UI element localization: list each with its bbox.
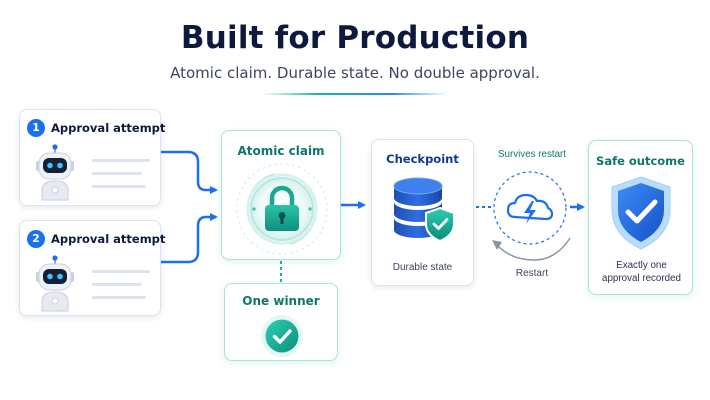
safe-outcome-title: Safe outcome <box>596 154 685 168</box>
safe-outcome-caption-line2: approval recorded <box>602 273 681 284</box>
page-subtitle: Atomic claim. Durable state. No double a… <box>170 64 540 82</box>
lock-icon <box>236 163 328 255</box>
safe-outcome-caption: Exactly one approval recorded <box>591 259 692 285</box>
connector-attempt-2 <box>161 213 218 264</box>
atomic-claim-card: Atomic claim <box>221 130 341 260</box>
step-badge-1: 1 <box>27 119 45 137</box>
restart-arrow-icon <box>492 237 571 261</box>
checkpoint-card: Checkpoint Durable state <box>371 139 474 286</box>
approval-attempt-label-1: Approval attempt <box>51 121 166 135</box>
text-lines-decoration <box>92 159 150 188</box>
check-circle-icon <box>261 315 303 357</box>
robot-icon <box>36 255 74 312</box>
robot-icon <box>36 144 74 201</box>
safe-outcome-caption-line1: Exactly one <box>616 260 667 271</box>
step-badge-2: 2 <box>27 230 45 248</box>
atomic-claim-title: Atomic claim <box>237 144 325 158</box>
one-winner-card: One winner <box>224 283 338 361</box>
restart-label: Restart <box>515 268 549 279</box>
cloud-lightning-icon <box>493 171 567 245</box>
checkpoint-title: Checkpoint <box>386 152 459 166</box>
title-divider <box>262 93 448 95</box>
approval-attempt-card-2: 2 Approval attempt <box>19 220 165 316</box>
approval-attempt-label-2: Approval attempt <box>51 232 166 246</box>
safe-outcome-card: Safe outcome Exactly one approval record… <box>588 140 693 295</box>
database-shield-icon <box>393 177 455 243</box>
connector-attempt-1 <box>161 150 218 194</box>
survives-restart-label: Survives restart <box>497 149 567 160</box>
page-title: Built for Production <box>180 20 530 56</box>
checkpoint-caption: Durable state <box>392 262 453 273</box>
one-winner-title: One winner <box>242 294 320 308</box>
text-lines-decoration <box>92 270 150 299</box>
shield-check-icon <box>611 176 671 250</box>
approval-attempt-card-1: 1 Approval attempt <box>19 109 165 206</box>
